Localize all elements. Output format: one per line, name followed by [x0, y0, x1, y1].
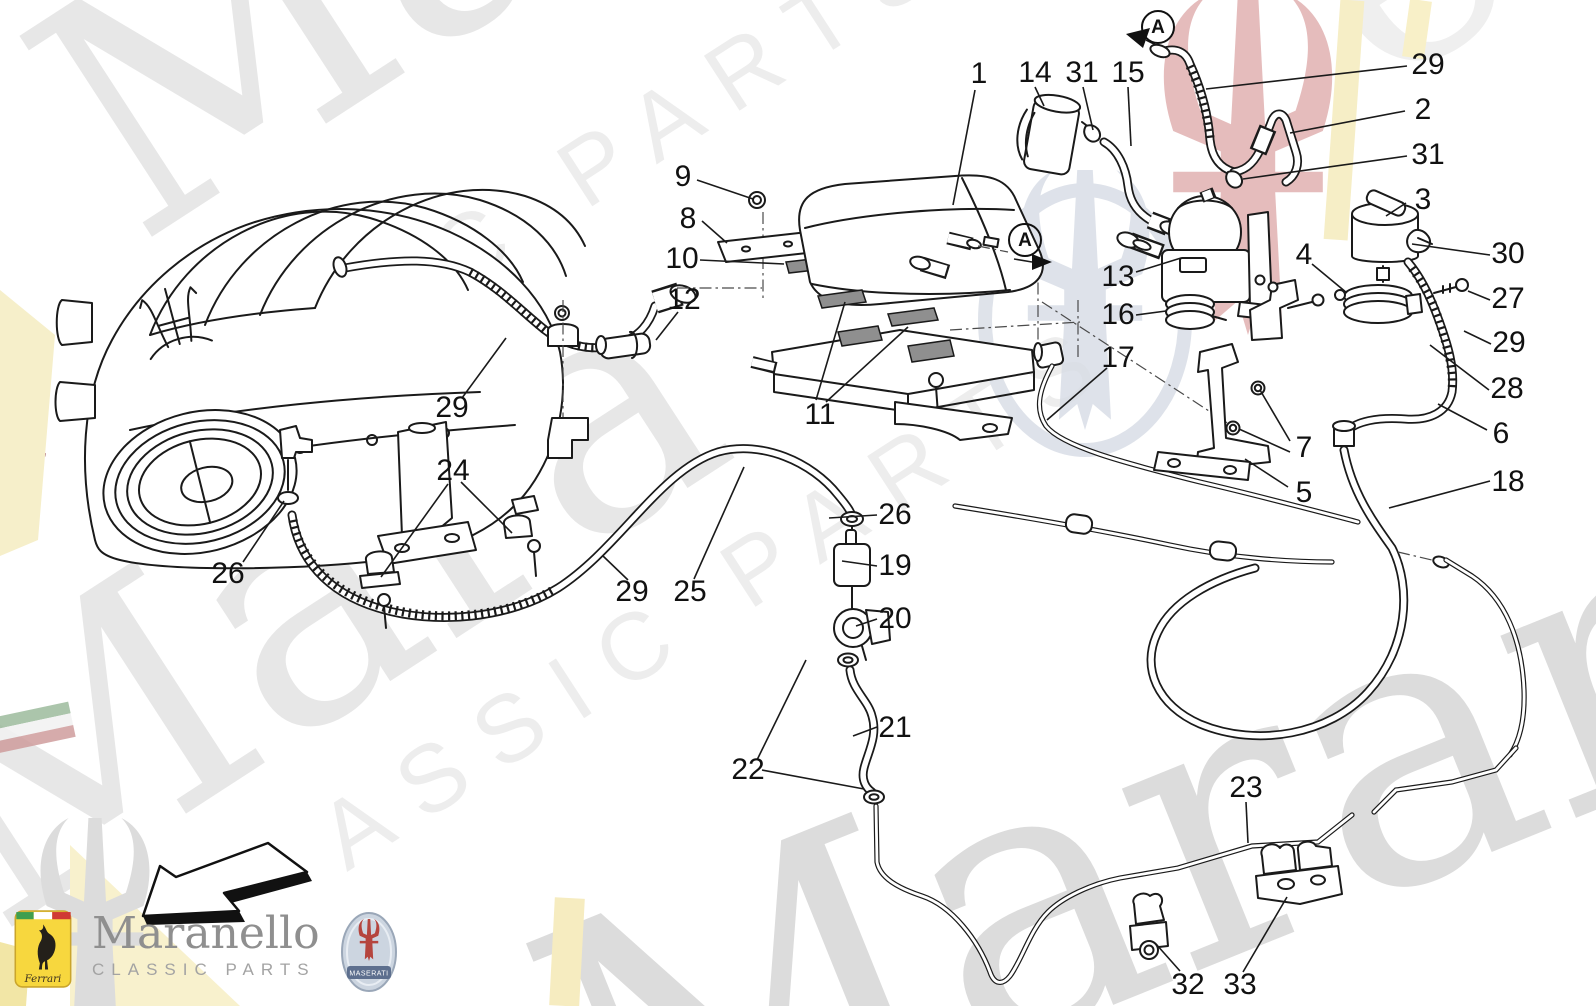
part-callout: 32 — [1171, 968, 1205, 1001]
part-callout: 28 — [1490, 372, 1524, 405]
part-callout: 27 — [1491, 282, 1525, 315]
canister-tray — [750, 289, 1035, 441]
part-callout: 29 — [615, 575, 649, 608]
part-callout: 15 — [1111, 56, 1145, 89]
part-callout: 10 — [665, 242, 699, 275]
part-callout: 7 — [1295, 431, 1313, 464]
part-callout: 18 — [1491, 465, 1525, 498]
part-callout: 14 — [1018, 56, 1052, 89]
part-callout: 25 — [673, 575, 707, 608]
part-callout: 31 — [1065, 56, 1099, 89]
brand-tagline: CLASSIC PARTS — [92, 960, 316, 980]
solenoid-valve-assembly — [1334, 189, 1469, 324]
part-callout: 17 — [1101, 341, 1135, 374]
part-callout: 2 — [1414, 93, 1432, 126]
view-a-marker: A — [1141, 10, 1175, 44]
maserati-logo-icon: MASERATI — [340, 912, 397, 992]
part-callout: 8 — [679, 202, 697, 235]
vapour-filter-assembly — [1016, 93, 1181, 236]
part-callout: 12 — [667, 283, 701, 316]
part-callout: 23 — [1229, 771, 1263, 804]
part-callout: 20 — [878, 602, 912, 635]
part-callout: 1 — [970, 57, 988, 90]
part-callout: 3 — [1414, 183, 1432, 216]
part-callout: 19 — [878, 549, 912, 582]
svg-text:MASERATI: MASERATI — [349, 971, 388, 978]
manifold-elbow-fitting — [277, 425, 313, 505]
tank-vent-pipe-23 — [873, 745, 1519, 985]
hose-connector-12 — [595, 331, 652, 360]
svg-text:Ferrari: Ferrari — [24, 973, 62, 985]
manifold-trident-emblem-icon — [139, 286, 213, 361]
part-callout: 16 — [1101, 298, 1135, 331]
part-callout: 9 — [674, 160, 692, 193]
throttle-inlet — [102, 409, 298, 555]
charcoal-canister — [798, 174, 1044, 306]
intake-manifold — [54, 188, 586, 570]
part-callout: 29 — [1492, 326, 1526, 359]
pipe-clip-32 — [1129, 892, 1169, 960]
part-callout: 33 — [1223, 968, 1257, 1001]
part-callout: 30 — [1491, 237, 1525, 270]
pipe-clip-33 — [1255, 840, 1343, 905]
vent-hose-top — [1149, 43, 1303, 189]
brand-name: Maranello — [92, 908, 320, 959]
part-callout: 4 — [1295, 238, 1313, 271]
vapour-hose-18 — [952, 445, 1527, 758]
part-callout: 22 — [731, 753, 765, 786]
part-callout: 31 — [1411, 138, 1445, 171]
part-callout: 26 — [878, 498, 912, 531]
part-callout: 13 — [1101, 260, 1135, 293]
ferrari-logo-icon: Ferrari — [14, 910, 72, 988]
part-callout: 29 — [1411, 48, 1445, 81]
vent-hose-right — [1332, 257, 1458, 447]
part-callout: 29 — [435, 391, 469, 424]
part-callout: 6 — [1492, 417, 1510, 450]
brand-bar: Ferrari Maranello CLASSIC PARTS MASERATI — [14, 908, 398, 994]
part-callout: 24 — [436, 454, 470, 487]
view-a-marker: A — [1008, 223, 1042, 257]
part-callout: 11 — [804, 398, 836, 431]
purge-hose-upper-left — [332, 256, 697, 459]
part-callout: 5 — [1295, 476, 1313, 509]
part-callout: 21 — [878, 711, 912, 744]
part-callout: 26 — [211, 557, 245, 590]
